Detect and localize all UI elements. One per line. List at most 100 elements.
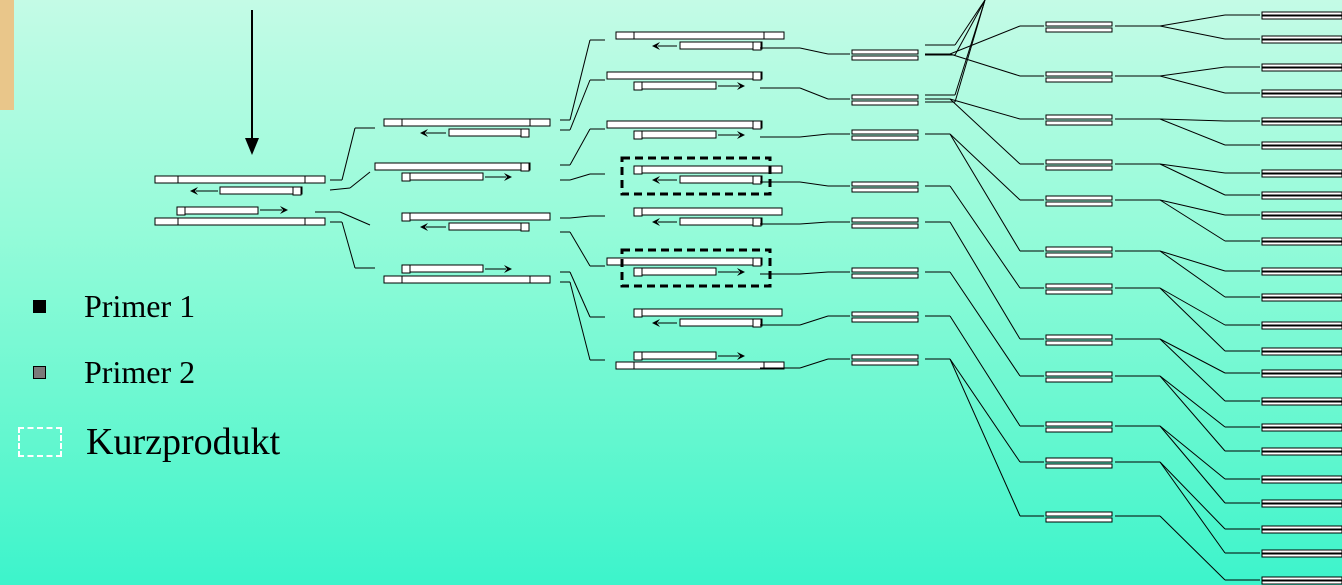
primer-2-marker (520, 128, 530, 138)
primer-1-marker (633, 130, 643, 140)
cycle-6-product (1261, 117, 1342, 122)
strand (606, 71, 763, 80)
primer-2-marker (752, 175, 762, 185)
cycle-6-product (1261, 503, 1342, 508)
cycle-4-product (851, 267, 919, 273)
cycle-6-product (1261, 15, 1342, 20)
arrow-head-icon (504, 173, 512, 181)
connector-line (949, 133, 1021, 252)
connector-line (569, 173, 591, 181)
arrow-head-icon (737, 131, 745, 139)
arrow-head-icon (504, 265, 512, 273)
cycle-6-product (1261, 293, 1342, 298)
cycle-4-product (851, 94, 919, 100)
cycle-6-product (1261, 39, 1342, 44)
connector-line (569, 271, 591, 318)
connector-line (1159, 163, 1226, 196)
cycle-5-product (1045, 463, 1113, 469)
cycle-4-product (851, 217, 919, 223)
cycle-6-product (1261, 241, 1342, 246)
connector-line (799, 221, 829, 225)
cycle-4-product (851, 354, 919, 360)
connector-line (1159, 118, 1226, 146)
cycle-6-product (1261, 67, 1342, 72)
connector-line (949, 53, 1021, 77)
cycle-6-product (1261, 427, 1342, 432)
cycle-6-product (1261, 297, 1342, 302)
cycle-4-product (851, 273, 919, 279)
connector-line (1159, 515, 1226, 581)
primer-2-marker (520, 222, 530, 232)
cycle-4-product (851, 317, 919, 323)
cycle-6-product (1261, 325, 1342, 330)
cycle-4-product (851, 187, 919, 193)
cycle-5-product (1045, 334, 1113, 340)
new-strand (635, 267, 717, 276)
cycle-6-product (1261, 211, 1342, 216)
cycle-6-product (1261, 63, 1342, 68)
primer-2-marker (752, 257, 762, 267)
cycle-6-product (1261, 580, 1342, 585)
cycle-5-product (1045, 377, 1113, 383)
corner-tab (0, 0, 14, 110)
primer-1-marker (633, 207, 643, 217)
connector-line (1159, 287, 1226, 352)
primer-2-marker (752, 217, 762, 227)
cycle-6-product (1261, 525, 1342, 530)
connector-line (569, 39, 591, 121)
primer-1-marker (633, 267, 643, 277)
cycle-5-product (1045, 21, 1113, 27)
connector-line (799, 271, 829, 275)
connector-line (799, 87, 829, 100)
cycle-5-product (1045, 77, 1113, 83)
connector-line (949, 98, 1021, 165)
connector-line (1159, 75, 1226, 94)
cycle-5-product (1045, 427, 1113, 433)
cycle-6-product (1261, 549, 1342, 554)
connector-line (799, 133, 829, 138)
legend-short-product: Kurzprodukt (18, 423, 280, 461)
primer-1-marker (633, 351, 643, 361)
template-strand-top (154, 175, 326, 184)
new-strand (679, 41, 763, 50)
connector-line (949, 133, 1021, 201)
connector-line (1159, 250, 1226, 272)
connector-line (569, 128, 591, 166)
new-strand (177, 206, 259, 215)
new-strand (635, 130, 717, 139)
strand (401, 212, 551, 221)
primer-2-swatch-icon (33, 365, 46, 379)
new-strand (219, 186, 303, 195)
connector-line (341, 221, 356, 269)
primer-1-marker (176, 206, 186, 216)
strand (606, 120, 763, 129)
connector-line (949, 315, 1021, 427)
connector-line (949, 358, 1021, 463)
primer-1-marker (401, 212, 411, 222)
primer-1-swatch-icon (33, 299, 46, 313)
connector-line (1159, 199, 1226, 242)
legend-primer-1: Primer 1 (33, 290, 195, 322)
connector-line (1159, 425, 1226, 480)
cycle-5-product (1045, 252, 1113, 258)
new-strand (679, 217, 763, 226)
cycle-6-product (1261, 369, 1342, 374)
cycle-4-product (851, 223, 919, 229)
arrow-head-icon (652, 218, 660, 226)
connector-line (1159, 118, 1226, 122)
cycle-6-product (1261, 475, 1342, 480)
new-strand (402, 172, 484, 181)
connector-line (1159, 199, 1226, 216)
primer-2-marker (752, 120, 762, 130)
connector-line (1159, 425, 1226, 504)
arrow-head-icon (190, 187, 198, 195)
cycle-6-product (1261, 215, 1342, 220)
cycle-5-product (1045, 159, 1113, 165)
connector-line (1159, 375, 1226, 452)
template-strand-bottom (154, 217, 326, 226)
arrow-head-icon (652, 176, 660, 184)
short-product-dashed-box-icon (18, 427, 62, 457)
cycle-6-product (1261, 141, 1342, 146)
connector-line (949, 358, 1021, 517)
